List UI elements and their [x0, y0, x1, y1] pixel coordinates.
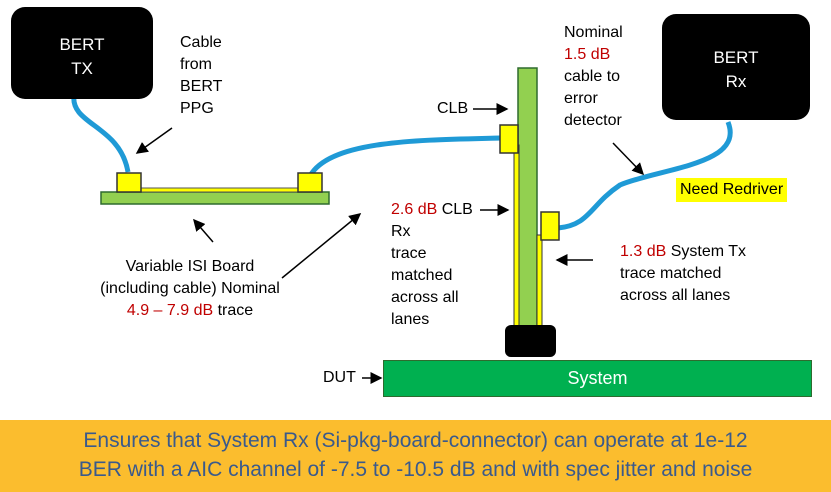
clb-board	[517, 67, 538, 333]
clb-rx-line4: matched	[391, 267, 453, 284]
nominal-cable-label: Nominal 1.5 dB cable to error detector	[564, 22, 623, 132]
isi-arrow	[193, 218, 214, 243]
system-tx-line1-rest: System Tx	[666, 243, 746, 260]
system-connector	[505, 325, 556, 357]
clb-rx-label: 2.6 dB CLB Rx trace matched across all l…	[391, 199, 473, 331]
isi-board-label: Variable ISI Board (including cable) Nom…	[60, 256, 320, 322]
clb-rx-trace	[513, 144, 520, 329]
clb-rx-line3: trace	[391, 245, 427, 262]
isi-board	[100, 191, 330, 205]
dut-label: DUT	[323, 369, 356, 386]
isi-label-line2: (including cable) Nominal	[100, 280, 280, 297]
cable-arrow	[135, 127, 173, 154]
rx-cable	[557, 121, 733, 231]
need-redriver-badge: Need Redriver	[676, 178, 788, 202]
bert-tx-box: BERT TX	[11, 7, 153, 99]
cable-label-line4: PPG	[180, 100, 214, 117]
nominal-loss-value: 1.5 dB	[564, 46, 611, 63]
isi-label-line1: Variable ISI Board	[125, 258, 255, 275]
isi-to-clb-cable	[307, 135, 501, 178]
clb-rx-arrow	[281, 213, 362, 279]
clb-rx-line2: Rx	[391, 223, 411, 240]
system-tx-loss-value: 1.3 dB	[620, 243, 667, 260]
isi-left-connector	[116, 172, 142, 193]
banner-line2: BER with a AIC channel of -7.5 to -10.5 …	[78, 458, 753, 481]
banner-line1: Ensures that System Rx (Si-pkg-board-con…	[83, 429, 748, 452]
summary-banner: Ensures that System Rx (Si-pkg-board-con…	[0, 420, 831, 492]
clb-tx-trace	[536, 234, 543, 329]
system-tx-line1: 1.3 dB System Tx	[620, 241, 746, 263]
clb-rx-loss-value: 2.6 dB	[391, 201, 438, 218]
cable-label-line2: from	[180, 56, 212, 73]
bert-tx-line1: BERT	[59, 35, 105, 54]
isi-loss-value: 4.9 – 7.9 dB	[126, 302, 214, 319]
cable-label-line1: Cable	[180, 34, 222, 51]
bert-rx-line1: BERT	[713, 48, 759, 67]
cable-label: Cable from BERT PPG	[180, 32, 222, 120]
clb-rx-line1-rest: CLB	[437, 201, 473, 218]
isi-label-line3: 4.9 – 7.9 dB trace	[60, 300, 320, 322]
isi-label-rest: trace	[213, 302, 254, 319]
nominal-line5: detector	[564, 112, 622, 129]
clb-rx-line6: lanes	[391, 311, 430, 328]
bert-tx-line2: TX	[71, 59, 93, 78]
bert-rx-line2: Rx	[725, 72, 747, 91]
nominal-line4: error	[564, 90, 598, 107]
system-tx-label: 1.3 dB System Tx trace matched across al…	[620, 241, 746, 307]
tx-cable	[71, 94, 131, 173]
isi-right-connector	[297, 172, 323, 193]
clb-tx-connector	[540, 211, 560, 241]
clb-rx-line1: 2.6 dB CLB	[391, 199, 473, 221]
nominal-line1: Nominal	[564, 24, 623, 41]
bert-rx-box: BERT Rx	[662, 14, 810, 120]
system-board: System	[383, 360, 812, 397]
nominal-arrow	[612, 142, 645, 176]
system-tx-line2: trace matched	[620, 265, 722, 282]
system-tx-line3: across all lanes	[620, 287, 731, 304]
clb-rx-connector	[499, 124, 519, 154]
nominal-line3: cable to	[564, 68, 621, 85]
cable-label-line3: BERT	[180, 78, 223, 95]
clb-label: CLB	[437, 100, 469, 117]
isi-trace	[139, 187, 299, 193]
clb-rx-line5: across all	[391, 289, 459, 306]
